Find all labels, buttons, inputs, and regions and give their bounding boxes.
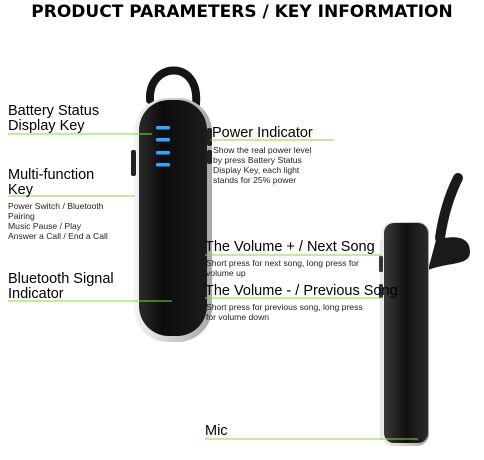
side-edge [380, 240, 383, 440]
label-mic: Mic [205, 423, 228, 439]
front-headset [131, 66, 212, 342]
led-3 [156, 151, 170, 155]
callout-lines [8, 133, 418, 440]
desc-multifunction: Power Switch / Bluetooth Pairing Music P… [8, 201, 108, 241]
label-volume-up: The Volume + / Next Song [205, 239, 375, 255]
side-headset [379, 173, 470, 446]
desc-multifunction-line4: Answer a Call / End a Call [8, 231, 108, 241]
side-body [384, 223, 428, 443]
label-battery-key: Battery Status Display Key [8, 104, 99, 134]
desc-multifunction-line1: Power Switch / Bluetooth [8, 201, 104, 211]
side-key [207, 150, 212, 164]
label-multifunction-line1: Multi-function [8, 167, 95, 183]
desc-power-line3: Display Key, each light [213, 165, 300, 175]
desc-volup-line1: Short press for next song, long press fo… [206, 258, 359, 268]
label-multifunction-key: Multi-function Key [8, 168, 94, 198]
label-power-indicator: Power Indicator [212, 125, 313, 141]
led-1 [156, 126, 170, 130]
desc-power-line2: by press Battery Status [213, 155, 302, 165]
front-body [139, 100, 207, 336]
desc-multifunction-line2: Pairing [8, 211, 35, 221]
desc-power: Show the real power level by press Batte… [213, 145, 311, 185]
label-multifunction-line2: Key [8, 182, 33, 198]
volume-down-key [379, 284, 383, 298]
earbud [428, 237, 470, 270]
desc-volup-line2: volume up [206, 268, 246, 278]
desc-power-line4: stands for 25% power [213, 175, 297, 185]
desc-multifunction-line3: Music Pause / Play [8, 221, 82, 231]
led-4 [156, 163, 170, 167]
label-bt-line1: Bluetooth Signal [8, 271, 114, 287]
desc-voldown-line2: for volume down [206, 312, 270, 322]
led-2 [156, 138, 170, 142]
volume-up-key [379, 256, 383, 272]
battery-display-key [207, 128, 212, 146]
desc-volume-up: Short press for next song, long press fo… [206, 258, 359, 278]
multifunction-key [131, 150, 136, 176]
label-volume-down: The Volume - / Previous Song [205, 283, 398, 299]
desc-volume-down: Short press for previous song, long pres… [206, 302, 363, 322]
page-title: PRODUCT PARAMETERS / KEY INFORMATION [31, 2, 453, 22]
label-bt-indicator: Bluetooth Signal Indicator [8, 272, 114, 302]
side-ear-hook [435, 173, 463, 243]
ear-hook [145, 66, 201, 108]
label-battery-line1: Battery Status [8, 103, 100, 119]
desc-voldown-line1: Short press for previous song, long pres… [206, 302, 363, 312]
label-battery-line2: Display Key [8, 118, 85, 134]
label-bt-line2: Indicator [8, 286, 64, 302]
desc-power-line1: Show the real power level [213, 145, 312, 155]
